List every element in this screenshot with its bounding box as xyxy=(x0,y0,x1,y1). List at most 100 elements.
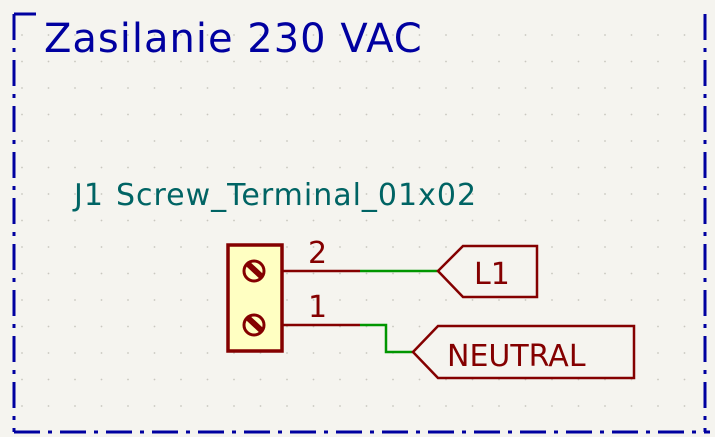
grid-dot xyxy=(365,299,368,301)
grid-dot xyxy=(418,219,421,222)
grid-dot xyxy=(206,113,209,116)
grid-dot xyxy=(180,34,182,36)
grid-dot xyxy=(259,193,262,195)
grid-dot xyxy=(21,60,23,63)
grid-dot xyxy=(418,193,421,195)
grid-dot xyxy=(74,140,76,142)
grid-dot xyxy=(657,113,659,116)
grid-dot xyxy=(21,34,23,36)
grid-dot xyxy=(445,193,447,195)
grid-dot xyxy=(471,60,474,63)
grid-dot xyxy=(206,272,209,275)
grid-dot xyxy=(657,140,659,142)
grid-dot xyxy=(551,113,553,116)
grid-dot xyxy=(683,272,686,275)
grid-dot xyxy=(74,193,76,195)
grid-dot xyxy=(418,299,421,301)
grid-dot xyxy=(630,405,633,407)
grid-dot xyxy=(418,34,421,36)
grid-dot xyxy=(127,299,129,301)
grid-dot xyxy=(312,272,315,275)
net-label-l1[interactable]: L1 xyxy=(436,244,539,299)
grid-dot xyxy=(365,272,368,275)
wire-neutral[interactable] xyxy=(360,323,413,354)
grid-dot xyxy=(392,378,394,381)
screw-terminal-symbol[interactable]: 2 1 xyxy=(226,236,360,353)
grid-dot xyxy=(153,378,156,381)
grid-dot xyxy=(418,378,421,381)
grid-dot xyxy=(577,140,580,142)
grid-dot xyxy=(259,378,262,381)
grid-dot xyxy=(21,405,23,407)
grid-dot xyxy=(206,140,209,142)
grid-dot xyxy=(392,219,394,222)
grid-dot xyxy=(233,87,235,89)
grid-dot xyxy=(100,272,103,275)
sheet-title[interactable]: Zasilanie 230 VAC xyxy=(44,16,423,62)
grid-dot xyxy=(498,34,500,36)
grid-dot xyxy=(445,405,447,407)
grid-dot xyxy=(392,405,394,407)
grid-dot xyxy=(339,272,341,275)
grid-dot xyxy=(312,140,315,142)
grid-dot xyxy=(74,272,76,275)
grid-dot xyxy=(21,246,23,248)
grid-dot xyxy=(365,219,368,222)
grid-dot xyxy=(445,166,447,169)
grid-dot xyxy=(604,219,606,222)
grid-dot xyxy=(498,166,500,169)
grid-dot xyxy=(100,166,103,169)
grid-dot xyxy=(21,352,23,354)
grid-dot xyxy=(153,405,156,407)
component-reference-value[interactable]: J1 Screw_Terminal_01x02 xyxy=(72,178,477,213)
grid-dot xyxy=(312,113,315,116)
grid-dot xyxy=(551,166,553,169)
grid-dot xyxy=(392,272,394,275)
grid-dot xyxy=(47,219,50,222)
grid-dot xyxy=(153,219,156,222)
grid-dot xyxy=(339,193,341,195)
grid-dot xyxy=(657,352,659,354)
grid-dot xyxy=(630,272,633,275)
grid-dot xyxy=(498,193,500,195)
grid-dot xyxy=(524,60,527,63)
grid-dot xyxy=(233,60,235,63)
grid-dot xyxy=(551,140,553,142)
component-value: Screw_Terminal_01x02 xyxy=(116,178,477,213)
grid-dot xyxy=(577,87,580,89)
grid-dot xyxy=(286,378,288,381)
grid-dot xyxy=(604,87,606,89)
grid-dot xyxy=(604,60,606,63)
net-label-neutral[interactable]: NEUTRAL xyxy=(411,324,636,380)
grid-dot xyxy=(74,325,76,328)
component-reference: J1 xyxy=(72,178,104,213)
grid-dot xyxy=(683,166,686,169)
grid-dot xyxy=(127,140,129,142)
grid-dot xyxy=(153,113,156,116)
grid-dot xyxy=(339,246,341,248)
grid-dot xyxy=(365,405,368,407)
grid-dot xyxy=(286,405,288,407)
grid-dot xyxy=(74,219,76,222)
grid-dot xyxy=(180,60,182,63)
grid-dot xyxy=(47,140,50,142)
grid-dot xyxy=(604,34,606,36)
grid-dot xyxy=(74,113,76,116)
grid-dot xyxy=(418,113,421,116)
grid-dot xyxy=(630,87,633,89)
grid-dot xyxy=(21,113,23,116)
grid-dot xyxy=(683,246,686,248)
grid-dot xyxy=(259,219,262,222)
grid-dot xyxy=(551,60,553,63)
grid-dot xyxy=(577,219,580,222)
grid-dot xyxy=(100,352,103,354)
grid-dot xyxy=(127,272,129,275)
net-label-neutral-text: NEUTRAL xyxy=(447,339,586,374)
grid-dot xyxy=(21,87,23,89)
grid-dot xyxy=(21,378,23,381)
grid-dot xyxy=(445,140,447,142)
grid-dot xyxy=(524,34,527,36)
grid-dot xyxy=(365,246,368,248)
grid-dot xyxy=(657,405,659,407)
grid-dot xyxy=(127,352,129,354)
